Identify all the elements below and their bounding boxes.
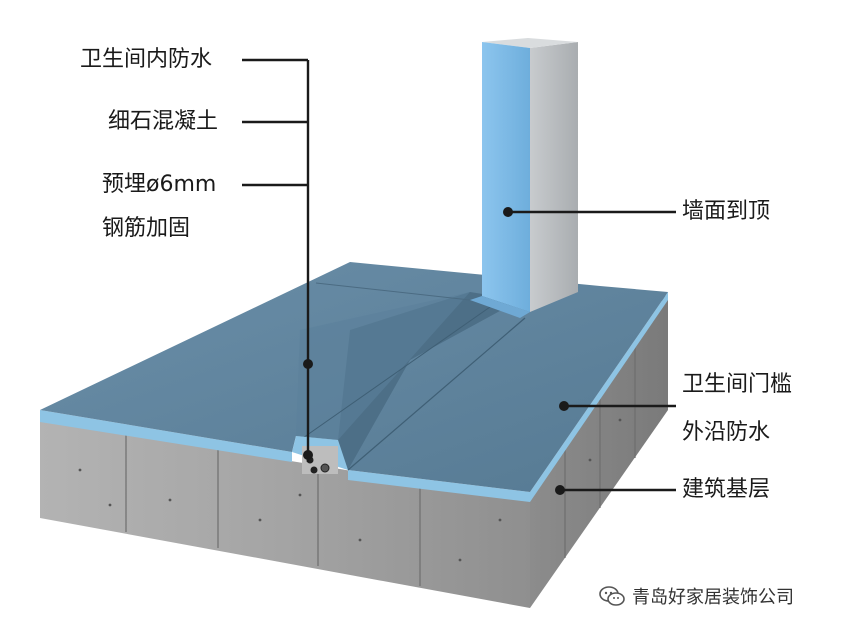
wall-front [482, 42, 530, 312]
label-embedded-rebar-2: 钢筋加固 [102, 216, 191, 241]
label-wall-to-top: 墙面到顶 [682, 199, 771, 224]
dot-wall [503, 207, 513, 217]
label-threshold-1: 卫生间门槛 [682, 372, 793, 397]
membrane-edge-band-right [348, 470, 530, 502]
dot-rebar [303, 450, 313, 460]
dot-base-layer [555, 485, 565, 495]
rebar-bottom [310, 466, 318, 474]
wall-top [482, 38, 578, 48]
label-base-layer: 建筑基层 [682, 477, 771, 502]
label-threshold-2: 外沿防水 [682, 420, 771, 445]
leader-lines [242, 58, 676, 492]
label-bathroom-waterproof: 卫生间内防水 [80, 47, 213, 72]
dot-threshold [559, 401, 569, 411]
label-embedded-rebar-1: 预埋ø6mm [102, 172, 217, 197]
concrete-pores [78, 418, 622, 562]
membrane-edge-band [40, 410, 292, 462]
watermark: 青岛好家居装饰公司 [598, 583, 794, 609]
watermark-text: 青岛好家居装饰公司 [632, 587, 794, 608]
threshold-curb-top [296, 292, 470, 440]
wechat-icon [599, 586, 625, 606]
rebar-side [320, 463, 330, 473]
wall-membrane-fold [470, 296, 530, 318]
wall-side [530, 42, 578, 312]
dot-fine-concrete [303, 359, 313, 369]
leader-dots [303, 207, 569, 495]
concrete-front-face [40, 420, 530, 608]
membrane-edge-band-side [530, 292, 668, 502]
label-fine-concrete: 细石混凝土 [108, 109, 219, 134]
